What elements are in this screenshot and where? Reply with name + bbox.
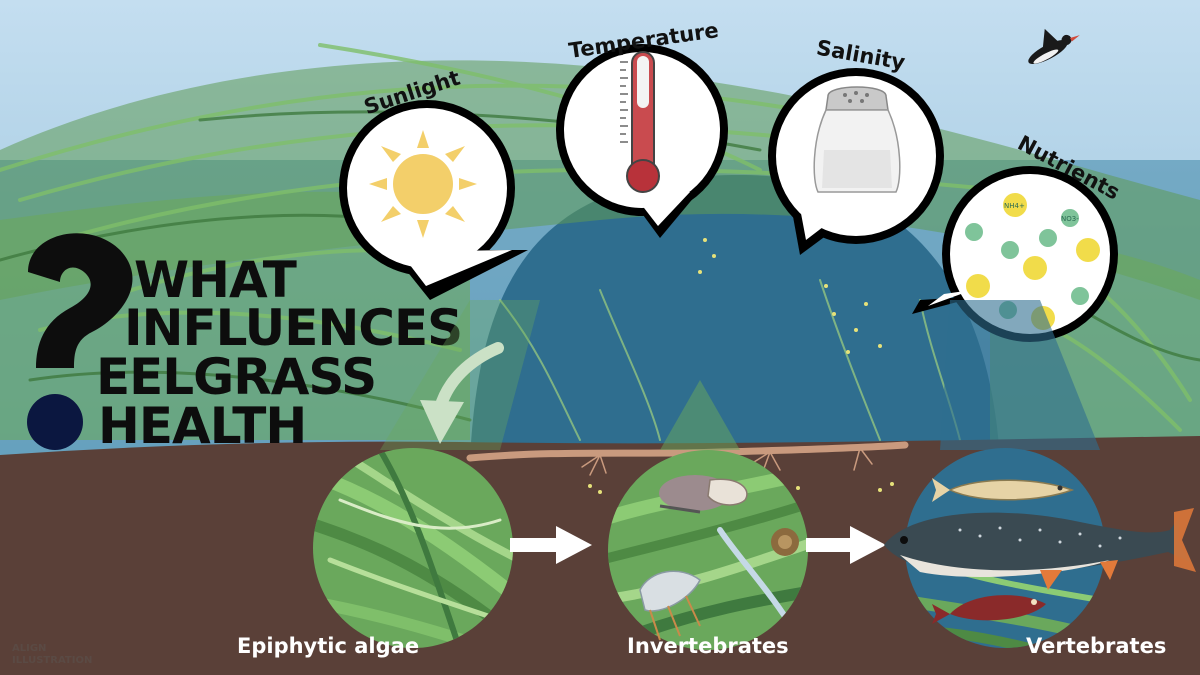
credit-line-1: ALIGN bbox=[12, 643, 46, 654]
sun-icon bbox=[369, 130, 477, 238]
factor-temperature: Temperature bbox=[556, 18, 728, 238]
root-nutrients bbox=[588, 482, 894, 494]
question-mark-dot bbox=[27, 394, 83, 450]
sculpin-icon bbox=[932, 595, 1046, 624]
stage-label-invertebrates: Invertebrates bbox=[627, 634, 789, 658]
credit-line-2: ILLUSTRATION bbox=[12, 655, 92, 666]
stage-invertebrates bbox=[608, 380, 808, 650]
stage-vertebrates bbox=[884, 300, 1196, 648]
nutrient-ammonium-label: NH4+ bbox=[1004, 202, 1025, 210]
question-mark-icon bbox=[28, 233, 133, 368]
amphipod-icon bbox=[639, 570, 701, 641]
sediment-floor bbox=[0, 436, 1200, 675]
title-line-1: WHAT bbox=[134, 251, 297, 309]
factor-salinity: Salinity bbox=[768, 36, 944, 255]
title-line-2: INFLUENCES bbox=[124, 299, 462, 357]
oxygen-bubbles bbox=[698, 238, 882, 354]
title-line-3: EELGRASS bbox=[96, 348, 376, 406]
seabird-icon bbox=[1028, 28, 1080, 65]
small-snail-icon bbox=[771, 528, 799, 556]
stage-label-vertebrates: Vertebrates bbox=[1026, 634, 1166, 658]
salt-shaker-icon bbox=[813, 86, 901, 193]
trout-icon bbox=[884, 508, 1196, 590]
arrow-algae-to-invertebrates bbox=[510, 526, 592, 564]
small-fish-icon bbox=[932, 478, 1075, 502]
thermometer-icon bbox=[620, 51, 660, 193]
nutrient-nitrate-label: NO3- bbox=[1061, 215, 1079, 223]
arrow-invertebrates-to-vertebrates bbox=[806, 526, 886, 564]
water-dome bbox=[470, 175, 1000, 460]
stage-label-epiphytic-algae: Epiphytic algae bbox=[237, 634, 419, 658]
snail-icon bbox=[659, 475, 748, 514]
title-block: WHAT INFLUENCES EELGRASS HEALTH bbox=[27, 233, 463, 455]
curved-arrow-icon bbox=[420, 342, 504, 444]
title-line-4: HEALTH bbox=[98, 397, 306, 455]
factor-sunlight: Sunlight bbox=[339, 66, 528, 300]
